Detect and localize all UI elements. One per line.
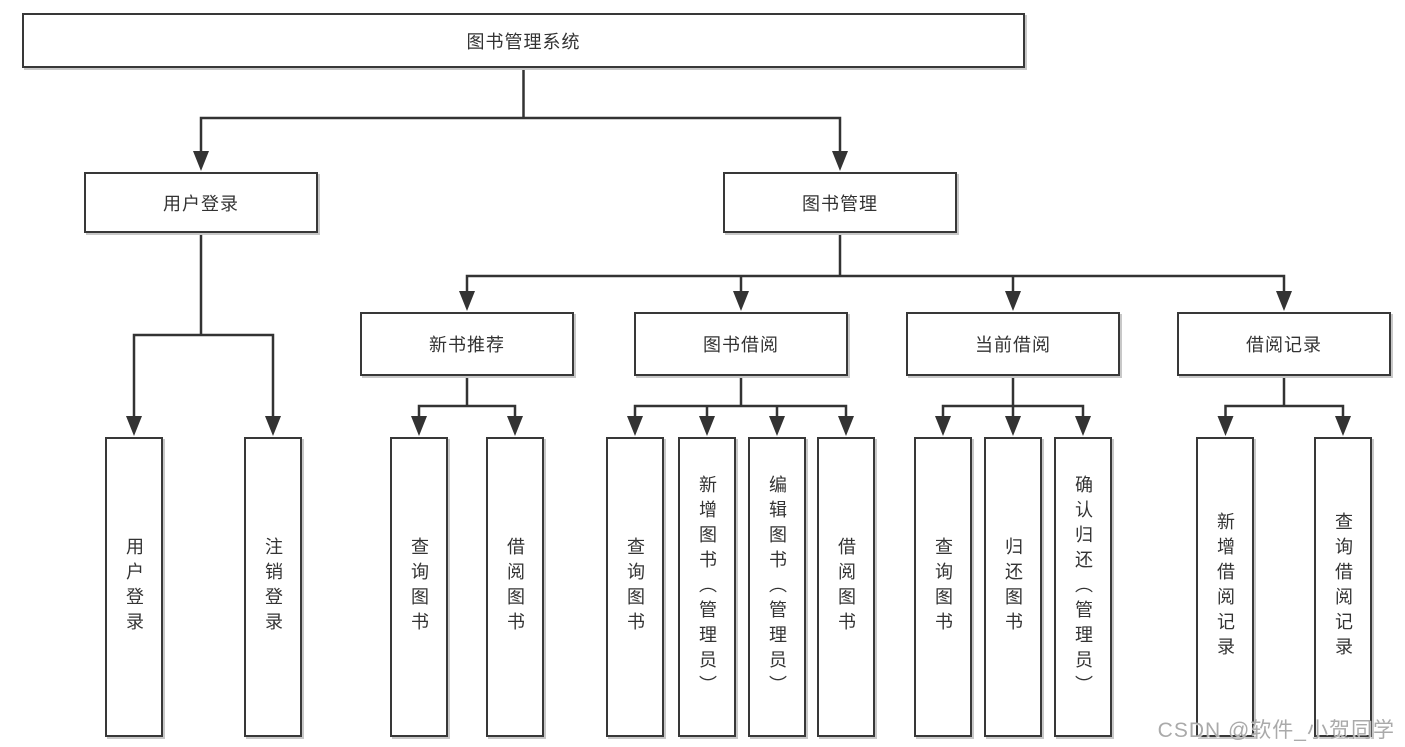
- leaf-confirm-return-admin: 确认归还（管理员）: [1054, 437, 1112, 737]
- connector-borrow-records-to-leaves: [1217, 374, 1351, 436]
- node-label: 查询图书: [933, 537, 953, 637]
- leaf-return-books: 归还图书: [984, 437, 1042, 737]
- node-borrowing-records: 借阅记录: [1177, 312, 1391, 376]
- node-label: 查询图书: [409, 537, 429, 637]
- arrowhead-icon: [1005, 291, 1021, 311]
- arrowhead-icon: [733, 291, 749, 311]
- connector-book-management-to-level3: [459, 231, 1292, 311]
- node-new-book-recommendation: 新书推荐: [360, 312, 574, 376]
- leaf-query-books-borrowing: 查询图书: [606, 437, 664, 737]
- node-label: 借阅图书: [505, 537, 525, 637]
- connector-current-borrowing-to-leaves: [935, 374, 1091, 436]
- leaf-query-books-current: 查询图书: [914, 437, 972, 737]
- arrowhead-icon: [935, 416, 951, 436]
- leaf-add-borrow-record: 新增借阅记录: [1196, 437, 1254, 737]
- node-user-login: 用户登录: [84, 172, 318, 233]
- connector-user-login-to-leaves: [126, 231, 281, 436]
- arrowhead-icon: [411, 416, 427, 436]
- arrowhead-icon: [832, 151, 848, 171]
- node-current-borrowing: 当前借阅: [906, 312, 1120, 376]
- node-book-management: 图书管理: [723, 172, 957, 233]
- node-label: 查询借阅记录: [1333, 512, 1353, 662]
- node-label: 确认归还（管理员）: [1073, 474, 1093, 700]
- node-label: 当前借阅: [975, 335, 1051, 355]
- node-label: 用户登录: [124, 537, 144, 637]
- leaf-borrow-books-recommend: 借阅图书: [486, 437, 544, 737]
- arrowhead-icon: [126, 416, 142, 436]
- arrowhead-icon: [507, 416, 523, 436]
- arrowhead-icon: [1276, 291, 1292, 311]
- leaf-query-borrow-record: 查询借阅记录: [1314, 437, 1372, 737]
- arrowhead-icon: [459, 291, 475, 311]
- node-label: 图书管理: [802, 193, 878, 214]
- arrowhead-icon: [838, 416, 854, 436]
- node-label: 注销登录: [263, 537, 283, 637]
- node-label: 借阅图书: [836, 537, 856, 637]
- node-label: 新增图书（管理员）: [697, 474, 717, 700]
- leaf-edit-book-admin: 编辑图书（管理员）: [748, 437, 806, 737]
- node-book-borrowing: 图书借阅: [634, 312, 848, 376]
- leaf-user-login: 用户登录: [105, 437, 163, 737]
- connector-new-book-to-leaves: [411, 374, 523, 436]
- arrowhead-icon: [1217, 416, 1234, 436]
- leaf-logout: 注销登录: [244, 437, 302, 737]
- arrowhead-icon: [769, 416, 785, 436]
- arrowhead-icon: [627, 416, 643, 436]
- node-library-management-system: 图书管理系统: [22, 13, 1025, 68]
- csdn-watermark: CSDN @软件_小贺同学: [1157, 719, 1395, 742]
- node-label: 新增借阅记录: [1215, 512, 1235, 662]
- node-label: 查询图书: [625, 537, 645, 637]
- arrowhead-icon: [1335, 416, 1351, 436]
- node-label: 借阅记录: [1246, 335, 1322, 355]
- arrowhead-icon: [699, 416, 715, 436]
- node-label: 归还图书: [1003, 537, 1023, 637]
- node-label: 图书管理系统: [466, 31, 581, 52]
- leaf-borrow-books-borrowing: 借阅图书: [817, 437, 875, 737]
- node-label: 用户登录: [163, 193, 239, 214]
- arrowhead-icon: [1075, 416, 1091, 436]
- leaf-query-books-recommend: 查询图书: [390, 437, 448, 737]
- connector-book-borrowing-to-leaves: [627, 374, 854, 436]
- node-label: 图书借阅: [703, 335, 779, 355]
- node-label: 编辑图书（管理员）: [767, 474, 787, 700]
- arrowhead-icon: [265, 416, 281, 436]
- arrowhead-icon: [193, 151, 209, 171]
- arrowhead-icon: [1005, 416, 1021, 436]
- leaf-add-book-admin: 新增图书（管理员）: [678, 437, 736, 737]
- node-label: 新书推荐: [429, 335, 505, 355]
- connector-root-to-level2: [193, 66, 848, 171]
